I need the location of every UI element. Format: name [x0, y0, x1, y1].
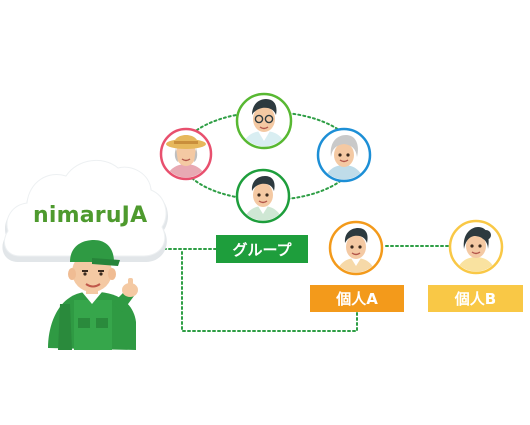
group-label: グループ: [216, 235, 308, 263]
cloud-to-individual-a-connector: [181, 251, 358, 332]
cloud-icon: [2, 159, 168, 262]
individual-a-label: 個人A: [310, 285, 404, 312]
individual-b-label: 個人B: [428, 285, 523, 312]
avatar-man-individual-a: [328, 220, 384, 276]
avatar-man-center: [235, 168, 291, 224]
farmer-staff-illustration: [48, 240, 138, 350]
avatar-woman-individual-b: [448, 219, 504, 275]
avatar-elderly-woman: [316, 127, 372, 183]
avatar-woman-hat: [159, 127, 213, 181]
nimaruja-logo-text: nimaruJA: [33, 203, 148, 228]
avatar-man-glasses: [235, 92, 293, 150]
